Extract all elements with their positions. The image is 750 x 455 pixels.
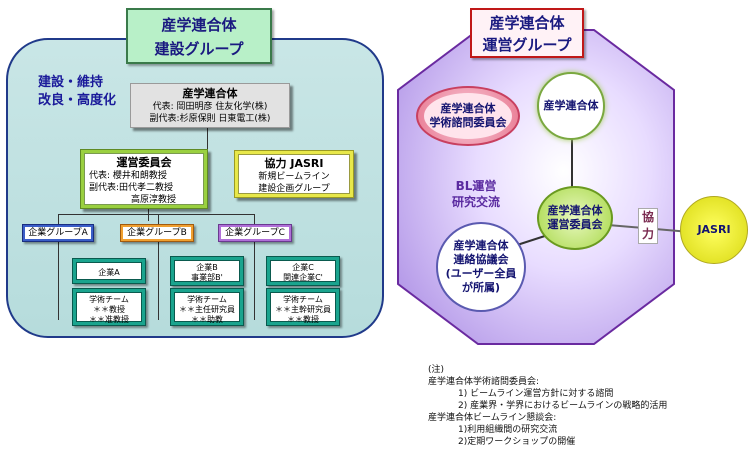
connector-consortium-committee bbox=[207, 127, 208, 151]
liaison-council-node: 産学連合体 連絡協議会 (ユーザー全員 が所属) bbox=[436, 222, 526, 312]
company-b-name: 企業B bbox=[196, 263, 218, 272]
operation-consortium-label: 産学連合体 bbox=[543, 99, 599, 112]
team-a-member2: ＊＊准教授 bbox=[89, 315, 129, 324]
liaison-line2: 連絡協議会 bbox=[453, 253, 509, 266]
note-l5: 1)利用組織間の研究交流 bbox=[458, 425, 558, 435]
coop-char2: 力 bbox=[641, 227, 654, 241]
company-b-box: 企業B 事業部B' bbox=[170, 256, 244, 286]
team-b-inner: 学術チーム ＊＊主任研究員 ＊＊助教 bbox=[174, 292, 240, 324]
bl-line2: 研究交流 bbox=[451, 195, 500, 209]
connector-group-b bbox=[158, 214, 159, 224]
jasri-coop-title: 協力 JASRI bbox=[264, 157, 324, 170]
committee-box: 運営委員会 代表: 櫻井和朗教授 副代表:田代孝二教授 高原淳教授 bbox=[80, 149, 208, 209]
operation-committee-inner: 産学連合体 運営委員会 bbox=[548, 204, 603, 232]
jasri-coop-line2: 建設企画グループ bbox=[258, 184, 330, 194]
advisory-line2: 学術諮問委員会 bbox=[429, 116, 507, 129]
bl-line1: BL運営 bbox=[455, 179, 497, 193]
operation-committee-line1: 産学連合体 bbox=[547, 204, 603, 217]
connector-a-down bbox=[58, 240, 59, 320]
construction-group-title: 産学連合体 建設グループ bbox=[126, 8, 272, 64]
operation-committee-line2: 運営委員会 bbox=[547, 218, 603, 231]
note-l1: 産学連合体学術諮問委員会: bbox=[428, 377, 540, 387]
note-header: (注) bbox=[428, 365, 445, 375]
team-b-member2: ＊＊助教 bbox=[191, 315, 223, 324]
team-b-box: 学術チーム ＊＊主任研究員 ＊＊助教 bbox=[170, 288, 244, 326]
construction-title-line2: 建設グループ bbox=[154, 40, 244, 58]
team-b-member1: ＊＊主任研究員 bbox=[179, 305, 235, 314]
team-c-inner: 学術チーム ＊＊主幹研究員 ＊＊教授 bbox=[270, 292, 336, 324]
company-group-a-label: 企業グループA bbox=[25, 227, 91, 239]
consortium-title: 産学連合体 bbox=[182, 87, 238, 100]
team-a-box: 学術チーム ＊＊教授 ＊＊准教授 bbox=[72, 288, 146, 326]
advisory-line1: 産学連合体 bbox=[440, 102, 496, 115]
operation-group-title: 産学連合体 運営グループ bbox=[470, 8, 584, 58]
connector-groups-h bbox=[58, 214, 254, 215]
company-group-c: 企業グループC bbox=[218, 224, 292, 242]
team-c-box: 学術チーム ＊＊主幹研究員 ＊＊教授 bbox=[266, 288, 340, 326]
connector-group-c bbox=[254, 214, 255, 224]
liaison-inner: 産学連合体 連絡協議会 (ユーザー全員 が所属) bbox=[446, 239, 517, 295]
operation-consortium-node: 産学連合体 bbox=[537, 72, 605, 140]
jasri-coop-line1: 新規ビームライン bbox=[258, 172, 330, 182]
committee-inner: 運営委員会 代表: 櫻井和朗教授 副代表:田代孝二教授 高原淳教授 bbox=[84, 153, 204, 205]
jasri-coop-box: 協力 JASRI 新規ビームライン 建設企画グループ bbox=[234, 150, 354, 198]
company-group-b-label: 企業グループB bbox=[123, 227, 191, 239]
consortium-rep: 代表: 岡田明彦 住友化学(株) bbox=[152, 102, 268, 112]
company-c-affiliate: 関連企業C' bbox=[283, 273, 323, 282]
operation-title-line1: 産学連合体 bbox=[489, 14, 565, 32]
slogan-line1: 建設・維持 bbox=[38, 75, 104, 90]
note-l6: 2)定期ワークショップの開催 bbox=[458, 437, 576, 447]
coop-char1: 協 bbox=[641, 210, 654, 224]
note-l3: 2) 産業界・学界におけるビームラインの戦略的活用 bbox=[458, 401, 668, 411]
construction-title-line1: 産学連合体 bbox=[161, 16, 237, 34]
liaison-line4: が所属) bbox=[461, 281, 501, 294]
jasri-label: JASRI bbox=[697, 223, 731, 236]
team-a-inner: 学術チーム ＊＊教授 ＊＊准教授 bbox=[76, 292, 142, 324]
cooperation-label: 協 力 bbox=[638, 208, 658, 244]
slogan-line2: 改良・高度化 bbox=[38, 93, 117, 108]
team-c-member2: ＊＊教授 bbox=[287, 315, 319, 324]
company-c-inner: 企業C 関連企業C' bbox=[270, 260, 336, 282]
note-l4: 産学連合体ビームライン懇談会: bbox=[428, 413, 557, 423]
team-c-title: 学術チーム bbox=[283, 295, 323, 304]
company-a-box: 企業A bbox=[72, 258, 146, 284]
note-l2: 1) ビームライン運営方針に対する諮問 bbox=[458, 389, 614, 399]
consortium-box: 産学連合体 代表: 岡田明彦 住友化学(株) 副代表:杉原保則 日東電工(株) bbox=[130, 83, 290, 128]
company-a-name: 企業A bbox=[98, 268, 120, 277]
notes: (注) 産学連合体学術諮問委員会: 1) ビームライン運営方針に対する諮問 2)… bbox=[428, 364, 667, 448]
committee-rep: 代表: 櫻井和朗教授 bbox=[89, 171, 167, 181]
jasri-node: JASRI bbox=[680, 196, 748, 264]
operation-committee-node: 産学連合体 運営委員会 bbox=[537, 186, 613, 250]
connector-c-down bbox=[254, 240, 255, 320]
construction-slogan: 建設・維持 改良・高度化 bbox=[38, 74, 116, 110]
company-b-inner: 企業B 事業部B' bbox=[174, 260, 240, 282]
connector-group-a bbox=[58, 214, 59, 224]
operation-title-line2: 運営グループ bbox=[482, 36, 572, 54]
consortium-vice: 副代表:杉原保則 日東電工(株) bbox=[149, 114, 271, 124]
bl-operation-text: BL運営 研究交流 bbox=[440, 178, 512, 210]
team-a-title: 学術チーム bbox=[89, 295, 129, 304]
advisory-committee-node: 産学連合体 学術諮問委員会 bbox=[416, 86, 520, 146]
committee-vice2: 高原淳教授 bbox=[131, 195, 177, 205]
committee-title: 運営委員会 bbox=[116, 156, 172, 169]
advisory-inner: 産学連合体 学術諮問委員会 bbox=[424, 93, 512, 139]
company-c-box: 企業C 関連企業C' bbox=[266, 256, 340, 286]
connector-b-down bbox=[158, 240, 159, 320]
jasri-coop-inner: 協力 JASRI 新規ビームライン 建設企画グループ bbox=[238, 154, 350, 194]
committee-vice1: 副代表:田代孝二教授 bbox=[89, 183, 174, 193]
liaison-line3: (ユーザー全員 bbox=[445, 267, 517, 280]
team-c-member1: ＊＊主幹研究員 bbox=[275, 305, 331, 314]
team-a-member1: ＊＊教授 bbox=[93, 305, 125, 314]
company-group-a: 企業グループA bbox=[22, 224, 94, 242]
company-group-c-label: 企業グループC bbox=[221, 227, 289, 239]
company-a-inner: 企業A bbox=[76, 262, 142, 280]
company-b-division: 事業部B' bbox=[191, 273, 223, 282]
company-group-b: 企業グループB bbox=[120, 224, 194, 242]
team-b-title: 学術チーム bbox=[187, 295, 227, 304]
company-c-name: 企業C bbox=[292, 263, 314, 272]
liaison-line1: 産学連合体 bbox=[453, 239, 509, 252]
